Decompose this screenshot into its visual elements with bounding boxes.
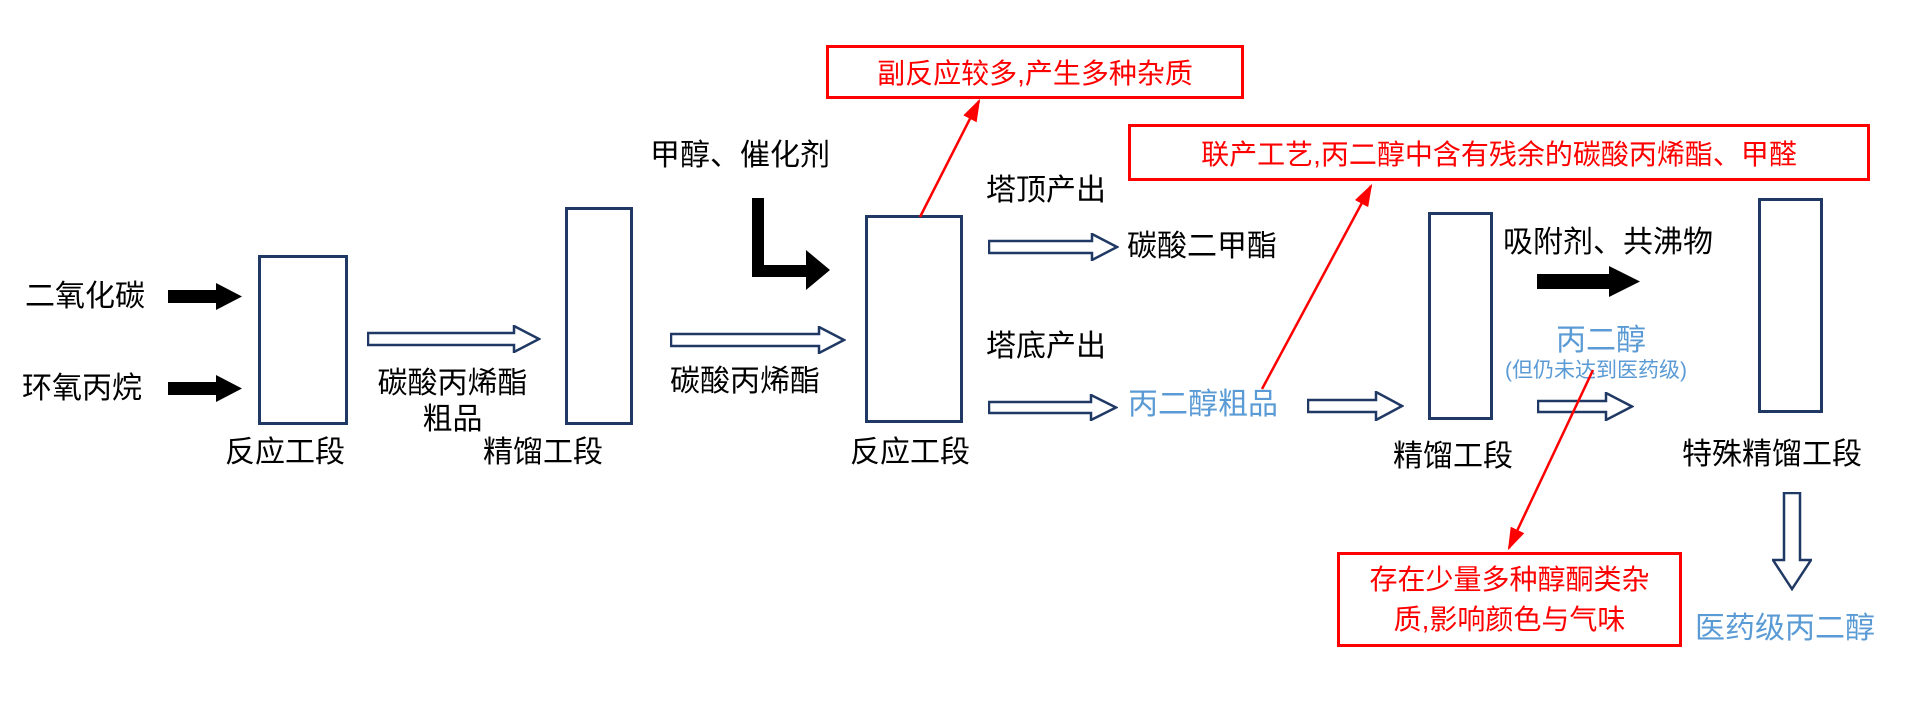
reaction-stage-2-label: 反应工段	[850, 436, 970, 469]
distillation-stage-1-box	[565, 207, 633, 425]
pg-pharma-label: 医药级丙二醇	[1695, 612, 1875, 645]
flow-arrow-down-icon	[1772, 492, 1812, 591]
coproduction-annotation: 联产工艺,丙二醇中含有残余的碳酸丙烯酯、甲醛	[1128, 124, 1870, 181]
pg-crude-label: 丙二醇粗品	[1128, 388, 1278, 421]
red-pointer-arrow-icon	[905, 90, 995, 230]
pg-grade-note: (但仍未达到医药级)	[1505, 359, 1687, 382]
side-reactions-annotation: 副反应较多,产生多种杂质	[826, 45, 1244, 99]
pc-crude-line1: 碳酸丙烯酯	[377, 367, 528, 400]
distillation-stage-2-label: 精馏工段	[1393, 440, 1513, 473]
propylene-carbonate-label: 碳酸丙烯酯	[670, 365, 820, 398]
flow-arrow-icon	[1307, 391, 1404, 421]
reaction-stage-2-box	[865, 215, 963, 423]
flow-arrow-icon	[670, 326, 846, 354]
distillation-stage-2-box	[1428, 212, 1493, 420]
black-arrow-icon	[168, 283, 242, 310]
impurities-annotation: 存在少量多种醇酮类杂 质,影响颜色与气味	[1337, 552, 1682, 647]
red-pointer-arrow-icon	[1252, 175, 1387, 405]
adsorbent-azeotrope-label: 吸附剂、共沸物	[1503, 226, 1713, 259]
red-pointer-arrow-icon	[1495, 360, 1605, 560]
black-arrow-icon	[1537, 266, 1640, 297]
special-distillation-box	[1758, 198, 1823, 413]
special-distillation-label: 特殊精馏工段	[1682, 438, 1862, 471]
pg-label: 丙二醇	[1556, 324, 1646, 357]
feed-co2-label: 二氧化碳	[25, 280, 145, 313]
flow-arrow-icon	[988, 394, 1118, 421]
tower-bottom-output-label: 塔底产出	[986, 330, 1106, 363]
methanol-catalyst-label: 甲醇、催化剂	[650, 139, 830, 172]
feed-propylene-oxide-label: 环氧丙烷	[22, 372, 142, 405]
flow-arrow-icon	[1537, 392, 1634, 421]
black-arrow-icon	[168, 375, 242, 402]
flow-arrow-icon	[367, 325, 541, 353]
pc-crude-label: 碳酸丙烯酯 粗品	[360, 366, 545, 438]
dimethyl-carbonate-label: 碳酸二甲酯	[1127, 230, 1277, 263]
reaction-stage-1-box	[258, 255, 348, 425]
reaction-stage-1-label: 反应工段	[225, 436, 345, 469]
tower-top-output-label: 塔顶产出	[986, 174, 1106, 207]
distillation-stage-1-label: 精馏工段	[483, 436, 603, 469]
impurities-line1: 存在少量多种醇酮类杂	[1369, 563, 1650, 595]
impurities-line2: 质,影响颜色与气味	[1393, 603, 1626, 635]
black-elbow-arrow-icon	[748, 198, 834, 298]
pc-crude-line2: 粗品	[422, 403, 483, 436]
flow-arrow-icon	[988, 233, 1119, 261]
